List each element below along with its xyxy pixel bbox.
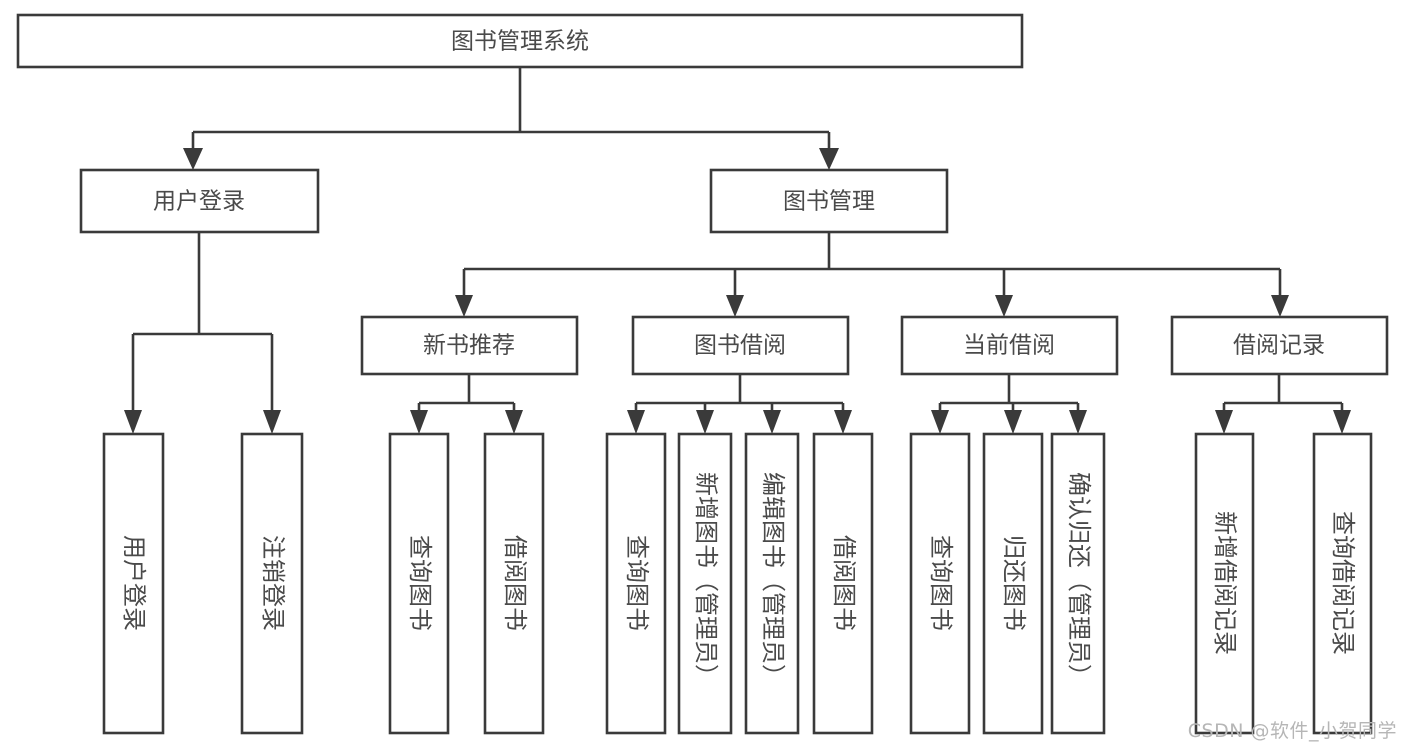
leaf-query-book-2[interactable]: 查询图书 [605,432,667,735]
arrow-to-leaf-query-record [1333,410,1351,434]
arrow-to-new-book-recommend [455,295,473,317]
arrow-to-borrow-record [1271,295,1289,317]
leaf-user-login[interactable]: 用户登录 [102,432,165,735]
node-root-label: 图书管理系统 [451,29,589,55]
node-user-login[interactable]: 用户登录 [79,168,320,234]
leaf-return-book-label: 归还图书 [1000,535,1028,631]
leaf-add-book-label: 新增图书（管理员） [692,472,720,688]
leaf-confirm-return-label: 确认归还（管理员） [1065,472,1093,688]
leaf-user-login-box[interactable] [102,432,165,735]
leaf-edit-book-label: 编辑图书（管理员） [759,472,787,688]
leaf-query-book-3-label: 查询图书 [927,535,955,631]
leaf-add-record[interactable]: 新增借阅记录 [1194,432,1255,735]
watermark: CSDN @软件_小贺同学 [1187,720,1397,742]
node-book-manage-box[interactable] [709,168,949,234]
arrow-to-book-borrow [726,295,744,317]
leaf-borrow-book-2[interactable]: 借阅图书 [812,432,874,735]
leaf-query-book-1-box[interactable] [388,432,450,735]
node-user-login-box[interactable] [79,168,320,234]
leaf-query-book-3-box[interactable] [909,432,971,735]
node-root[interactable]: 图书管理系统 [16,13,1024,69]
arrow-to-leaf-confirm-return [1069,410,1087,434]
node-root-box[interactable] [16,13,1024,69]
leaf-query-book-3[interactable]: 查询图书 [909,432,971,735]
node-user-login-label: 用户登录 [153,189,245,215]
leaf-add-book-box[interactable] [677,432,733,735]
leaf-query-record-box[interactable] [1312,432,1373,735]
connector-layer [124,67,1351,434]
node-book-manage[interactable]: 图书管理 [709,168,949,234]
leaf-return-book-box[interactable] [982,432,1044,735]
node-current-borrow-box[interactable] [900,315,1119,376]
arrow-to-leaf-query-book-2 [627,410,645,434]
leaf-add-record-label: 新增借阅记录 [1211,511,1239,655]
arrow-to-leaf-query-book-3 [931,410,949,434]
leaf-user-login-label: 用户登录 [120,535,148,631]
node-book-borrow-box[interactable] [631,315,850,376]
node-book-borrow[interactable]: 图书借阅 [631,315,850,376]
leaf-edit-book-box[interactable] [744,432,800,735]
leaf-edit-book[interactable]: 编辑图书（管理员） [744,432,800,735]
leaf-confirm-return-box[interactable] [1050,432,1106,735]
leaf-query-book-1[interactable]: 查询图书 [388,432,450,735]
leaf-borrow-book-2-box[interactable] [812,432,874,735]
leaf-logout-login[interactable]: 注销登录 [240,432,304,735]
leaf-logout-login-box[interactable] [240,432,304,735]
node-current-borrow[interactable]: 当前借阅 [900,315,1119,376]
node-current-borrow-label: 当前借阅 [963,333,1055,359]
leaf-query-record-label: 查询借阅记录 [1329,511,1357,655]
arrow-to-leaf-add-record [1215,410,1233,434]
leaf-add-book[interactable]: 新增图书（管理员） [677,432,733,735]
arrow-to-current-borrow [995,295,1013,317]
arrow-to-user-login [183,148,203,170]
leaf-borrow-book-1-label: 借阅图书 [501,535,529,631]
leaf-add-record-box[interactable] [1194,432,1255,735]
leaf-return-book[interactable]: 归还图书 [982,432,1044,735]
node-borrow-record-box[interactable] [1170,315,1389,376]
leaf-borrow-book-1[interactable]: 借阅图书 [483,432,545,735]
arrow-to-leaf-user-login [124,410,142,434]
node-borrow-record-label: 借阅记录 [1233,333,1325,359]
leaf-query-book-2-box[interactable] [605,432,667,735]
arrow-to-leaf-query-book-1 [410,410,428,434]
arrow-to-leaf-return-book [1004,410,1022,434]
arrow-to-leaf-edit-book [763,410,781,434]
arrow-to-leaf-borrow-book-1 [505,410,523,434]
leaf-borrow-book-1-box[interactable] [483,432,545,735]
node-new-book-recommend-box[interactable] [360,315,579,376]
leaf-query-book-1-label: 查询图书 [406,535,434,631]
arrow-to-leaf-logout-login [263,410,281,434]
arrow-to-book-manage [819,148,839,170]
leaf-borrow-book-2-label: 借阅图书 [830,535,858,631]
node-book-borrow-label: 图书借阅 [694,333,786,359]
leaf-logout-login-label: 注销登录 [259,535,287,631]
node-new-book-recommend-label: 新书推荐 [423,333,515,359]
arrow-to-leaf-borrow-book-2 [834,410,852,434]
node-book-manage-label: 图书管理 [783,189,875,215]
leaf-query-record[interactable]: 查询借阅记录 [1312,432,1373,735]
node-borrow-record[interactable]: 借阅记录 [1170,315,1389,376]
node-new-book-recommend[interactable]: 新书推荐 [360,315,579,376]
leaf-query-book-2-label: 查询图书 [623,535,651,631]
leaf-confirm-return[interactable]: 确认归还（管理员） [1050,432,1106,735]
arrow-to-leaf-add-book [696,410,714,434]
